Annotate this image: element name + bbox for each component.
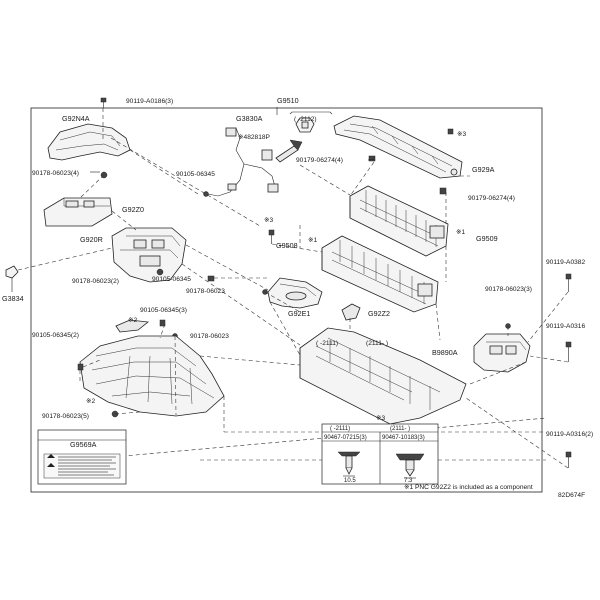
cover-g929a-shape bbox=[333, 115, 463, 179]
label-mark2-a: ※2 bbox=[128, 317, 138, 324]
label-mark3-table: ※3 bbox=[376, 415, 386, 422]
label-g92z2: G92Z2 bbox=[368, 309, 390, 318]
label-range-2112: ( -2112) bbox=[294, 116, 317, 123]
battery-module-g9508-shape bbox=[321, 235, 439, 313]
label-82818p: ※482818P bbox=[238, 134, 271, 141]
bolt-mid-icon bbox=[268, 229, 275, 244]
label-g9508: G9508 bbox=[276, 241, 298, 250]
bolt-right-3-icon bbox=[565, 451, 572, 468]
clip-2112-icon bbox=[295, 117, 315, 133]
label-mark3-mid: ※3 bbox=[264, 217, 274, 224]
label-g9569a: G9569A bbox=[70, 440, 97, 449]
clip-90467-07215-icon bbox=[337, 451, 361, 477]
junction-g920r-shape bbox=[111, 227, 187, 283]
bolt-right-1-icon bbox=[565, 273, 572, 292]
table-col1-range: ( -2111) bbox=[330, 426, 350, 432]
label-g92n4a: G92N4A bbox=[62, 114, 90, 123]
label-90179-06274-b: 90179-06274(4) bbox=[468, 195, 515, 202]
bolt-right-2-icon bbox=[565, 341, 572, 362]
guide-lines bbox=[79, 128, 569, 469]
label-90105-06345-a: 90105-06345 bbox=[176, 171, 215, 178]
label-mark1-a: ※1 bbox=[456, 229, 466, 236]
label-g9510: G9510 bbox=[277, 96, 299, 105]
label-90119-a0382: 90119-A0382 bbox=[546, 259, 585, 266]
bolt-top-icon bbox=[100, 97, 107, 108]
label-range-2111: ( -2111) bbox=[316, 340, 338, 347]
diagram-frame bbox=[30, 107, 543, 493]
table-col2-part: 90467-10183(3) bbox=[382, 435, 425, 441]
label-g92e1: G92E1 bbox=[288, 309, 310, 318]
clip-90467-10183-icon bbox=[395, 453, 425, 479]
label-90178-06023-d: 90178-06023 bbox=[190, 333, 229, 340]
clip-table bbox=[321, 423, 439, 485]
label-90178-06023-4: 90178-06023(4) bbox=[32, 170, 79, 177]
label-90119-a0186: 90119-A0186(3) bbox=[126, 98, 173, 105]
battery-module-g9509-shape bbox=[349, 185, 449, 257]
label-90178-06023-2: 90178-06023(2) bbox=[72, 278, 119, 285]
label-90105-06345-b: 90105-06345 bbox=[152, 276, 191, 283]
label-g929a: G929A bbox=[472, 165, 495, 174]
label-90119-a0316: 90119-A0316 bbox=[546, 323, 585, 330]
diagram-code: 82D674F bbox=[558, 492, 585, 499]
label-90178-06023-3: 90178-06023(3) bbox=[485, 286, 532, 293]
bolt-small-3-icon bbox=[159, 319, 166, 327]
bolt-left-2-icon bbox=[77, 363, 84, 371]
label-90105-06345-3: 90105-06345(3) bbox=[140, 307, 187, 314]
nut-upper-icon bbox=[368, 155, 376, 162]
ecu-b9890a-shape bbox=[473, 333, 531, 373]
label-mark3-top: ※3 bbox=[457, 131, 467, 138]
label-90105-06345-2: 90105-06345(2) bbox=[32, 332, 79, 339]
label-g9569a-box bbox=[37, 429, 127, 485]
connector-82818p-icon bbox=[275, 139, 303, 163]
bolt-mark3-icon bbox=[447, 128, 454, 135]
dim-7-3: 7.3 bbox=[404, 478, 413, 484]
label-g3830a: G3830A bbox=[236, 114, 263, 123]
duct-g92e1-shape bbox=[267, 277, 323, 309]
dim-10-5: 10.5 bbox=[344, 478, 356, 484]
label-g3834: G3834 bbox=[2, 294, 24, 303]
bolt-center-icon bbox=[207, 275, 215, 282]
nut-right-icon bbox=[439, 187, 447, 195]
label-90179-06274-a: 90179-06274(4) bbox=[296, 157, 343, 164]
lower-cover-shape bbox=[79, 335, 225, 417]
label-mark1-b: ※1 bbox=[308, 237, 318, 244]
footnote-text: ※1 PNC G92Z2 is included as a component bbox=[404, 484, 533, 491]
sensor-g3834-icon bbox=[5, 265, 19, 292]
label-90178-06023-5: 90178-06023(5) bbox=[42, 413, 89, 420]
label-mark2-b: ※2 bbox=[86, 398, 96, 405]
cover-g92n4a-shape bbox=[47, 123, 131, 161]
table-col2-range: (2111- ) bbox=[390, 426, 410, 432]
pad-mark2-shape bbox=[115, 319, 150, 333]
clip-g92z2-icon bbox=[341, 303, 361, 321]
relay-g92z0-shape bbox=[43, 197, 113, 227]
table-col1-part: 90467-07215(3) bbox=[324, 435, 367, 441]
harness-g3830a-shape bbox=[203, 127, 279, 197]
label-b9890a: B9890A bbox=[432, 348, 458, 357]
label-g92z0: G92Z0 bbox=[122, 205, 144, 214]
label-90119-a0316-2: 90119-A0316(2) bbox=[546, 431, 593, 438]
label-g920r: G920R bbox=[80, 235, 103, 244]
base-tray-shape bbox=[299, 327, 467, 425]
label-90178-06023-c: 90178-06023 bbox=[186, 288, 225, 295]
label-range-2111-plus: (2111- ) bbox=[366, 340, 388, 347]
label-g9509: G9509 bbox=[476, 234, 498, 243]
